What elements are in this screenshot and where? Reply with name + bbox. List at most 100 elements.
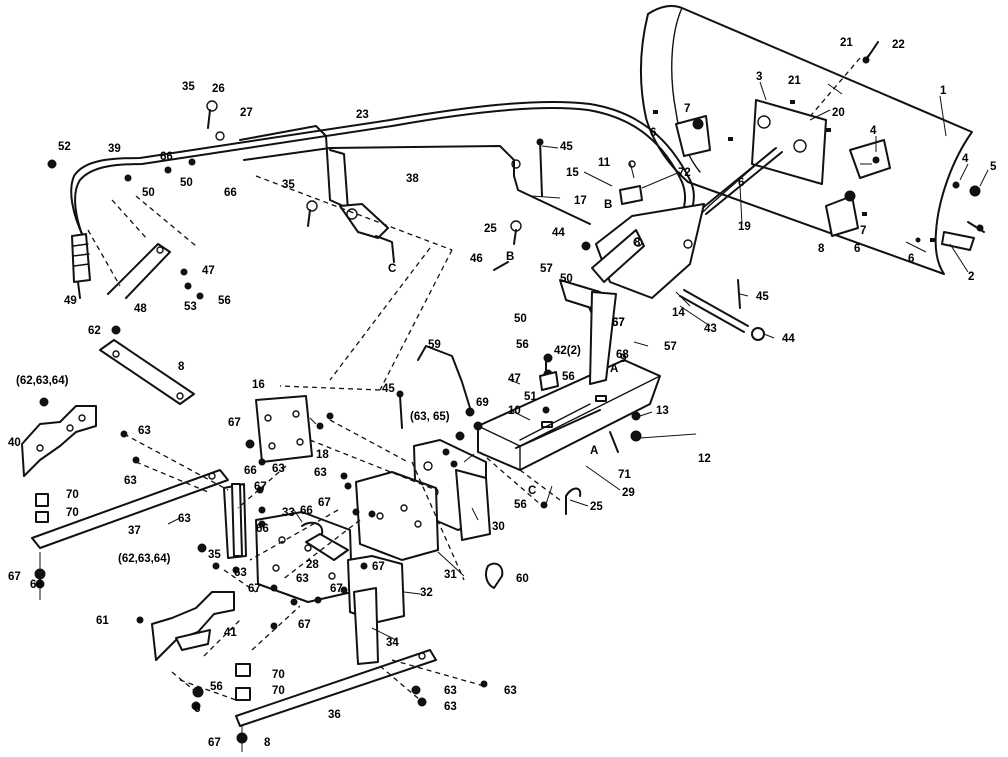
callout-p63e: 63 [272,463,285,475]
callout-p67i: 67 [208,737,221,749]
callout-p72: 72 [678,167,691,179]
callout-p66a: 66 [160,151,173,163]
callout-p45a: 45 [560,141,573,153]
callout-p56e: 56 [514,499,527,511]
callout-p6e: 6 [194,703,200,715]
callout-p57a: 57 [540,263,553,275]
callout-p7a: 7 [684,103,690,115]
callout-p8c: 8 [634,237,641,249]
callout-p56b: 56 [516,339,529,351]
callout-labels: 1234456666677888891011121314151617181920… [8,37,997,749]
callout-p67f: 67 [298,619,311,631]
callout-p66f: 66 [300,505,313,517]
callout-p42: 42(2) [554,345,581,357]
callout-p38: 38 [406,173,419,185]
callout-p62a: 62 [88,325,101,337]
callout-p62b: (62,63,64) [16,375,69,387]
callout-p48: 48 [134,303,147,315]
callout-p21a: 21 [840,37,853,49]
callout-p62c: (62,63,64) [118,553,171,565]
callout-p6b: 6 [854,243,860,255]
callout-p8b: 8 [178,361,185,373]
callout-p39: 39 [108,143,121,155]
callout-p70d: 70 [272,685,285,697]
callout-p63d: 63 [234,567,247,579]
callout-p18: 18 [316,449,329,461]
callout-p57c: 57 [612,317,625,329]
callout-p36: 36 [328,709,341,721]
callout-p26: 26 [212,83,225,95]
callout-p19: 19 [738,221,751,233]
callout-p56c: 56 [562,371,575,383]
callout-p70a: 70 [66,489,79,501]
callout-p17: 17 [574,195,587,207]
lift-handle-tube [47,100,695,391]
callout-p27: 27 [240,107,253,119]
callout-p15: 15 [566,167,579,179]
callout-p46: 46 [470,253,483,265]
callout-p8d: 8 [264,737,271,749]
callout-p45b: 45 [756,291,769,303]
callout-p67d: 67 [318,497,331,509]
push-frame [493,138,765,341]
main-frame [396,291,661,515]
callout-p61: 61 [96,615,109,627]
callout-p67b: 67 [228,417,241,429]
callout-p50c: 50 [514,313,527,325]
callout-p7b: 7 [860,225,866,237]
callout-p25a: 25 [484,223,497,235]
callout-p44b: 44 [782,333,795,345]
callout-p35b: 35 [282,179,295,191]
callout-p50a: 50 [142,187,155,199]
callout-p8a: 8 [818,243,825,255]
callout-p43: 43 [704,323,717,335]
callout-p13: 13 [656,405,669,417]
callout-p66e: 66 [256,523,269,535]
plow-blade [640,5,985,275]
callout-p70c: 70 [272,669,285,681]
callout-p40: 40 [8,437,21,449]
callout-lB1: B [604,199,612,211]
callout-p51: 51 [524,391,537,403]
callout-p2: 2 [968,271,974,283]
callout-p67a: 67 [8,571,21,583]
callout-p44a: 44 [552,227,565,239]
callout-p9: 9 [620,353,626,365]
callout-p3: 3 [756,71,762,83]
callout-p63h: 63 [444,685,457,697]
callout-p67g: 67 [330,583,343,595]
callout-p49: 49 [64,295,77,307]
callout-p69: 69 [476,397,489,409]
callout-p63c: 63 [178,513,191,525]
callout-p6c: 6 [908,253,914,265]
callout-p60: 60 [516,573,529,585]
callout-p47a: 47 [202,265,215,277]
callout-p50b: 50 [180,177,193,189]
callout-p63i: 63 [444,701,457,713]
callout-p35a: 35 [182,81,195,93]
callout-p6a: 6 [650,127,656,139]
callout-p4b: 4 [962,153,969,165]
callout-p31: 31 [444,569,457,581]
callout-lA1: A [610,363,618,375]
callout-lC2: C [528,485,536,497]
callout-p56a: 56 [218,295,231,307]
callout-p67e: 67 [248,583,261,595]
callout-p57b: 57 [664,341,677,353]
callout-p1: 1 [940,85,947,97]
callout-p70b: 70 [66,507,79,519]
callout-p56d: 56 [210,681,223,693]
callout-p32: 32 [420,587,433,599]
callout-p66d: 66 [244,465,257,477]
callout-p5: 5 [990,161,997,173]
callout-p52: 52 [58,141,71,153]
callout-p68: 68 [616,349,629,361]
callout-p23: 23 [356,109,369,121]
callout-p63k: (63, 65) [410,411,450,423]
callout-p66b: 66 [224,187,237,199]
callout-p25b: 25 [590,501,603,513]
callout-p29: 29 [622,487,635,499]
callout-lA2: A [590,445,598,457]
callout-p30: 30 [492,521,505,533]
